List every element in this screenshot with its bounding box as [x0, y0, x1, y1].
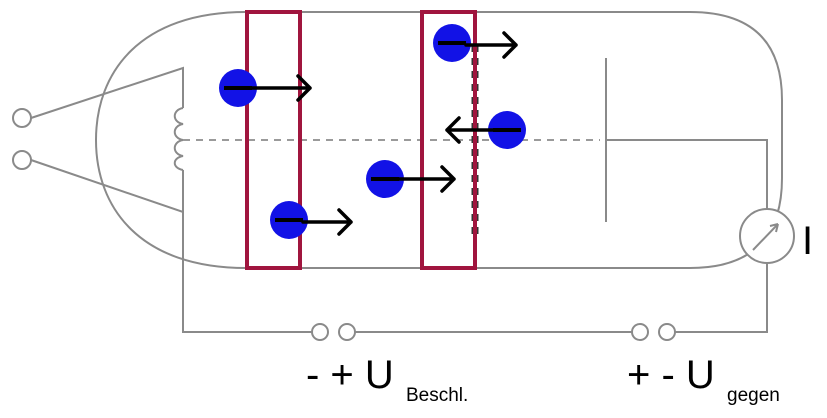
- filament-wire-top: [30, 66, 184, 119]
- electron: [445, 111, 526, 149]
- acceleration-voltage-subscript: Beschl.: [406, 385, 468, 406]
- arrow-right-icon: [301, 208, 353, 236]
- arrow-right-icon: [250, 74, 312, 102]
- ammeter-wire: [675, 262, 768, 333]
- filament-terminal-bottom: [12, 150, 32, 170]
- accel-terminal-plus: [338, 323, 356, 341]
- counter-voltage-label: + - U: [627, 353, 715, 397]
- circuit-wire: [182, 212, 312, 333]
- electron: [366, 160, 456, 198]
- current-label: I: [802, 219, 813, 263]
- electron: [219, 69, 312, 107]
- counter-terminal-plus: [631, 323, 649, 341]
- tube-envelope: [94, 11, 783, 269]
- arrow-left-icon: [445, 116, 495, 144]
- anode-wire: [606, 139, 768, 210]
- accel-terminal-minus: [311, 323, 329, 341]
- arrow-right-icon: [397, 165, 456, 193]
- grid-region-box: [420, 10, 477, 270]
- arrow-right-icon: [464, 31, 518, 59]
- electron: [433, 24, 518, 62]
- heating-coil-icon: [173, 107, 184, 171]
- filament-terminal-top: [12, 108, 32, 128]
- ammeter-icon: [739, 208, 795, 264]
- acceleration-voltage-label: - + U: [306, 353, 394, 397]
- filament-supply: [12, 66, 184, 214]
- electron: [270, 201, 353, 239]
- counter-terminal-minus: [658, 323, 676, 341]
- counter-voltage-subscript: gegen: [727, 385, 780, 406]
- filament-wire-bottom: [30, 159, 184, 214]
- acceleration-region-box: [245, 10, 302, 270]
